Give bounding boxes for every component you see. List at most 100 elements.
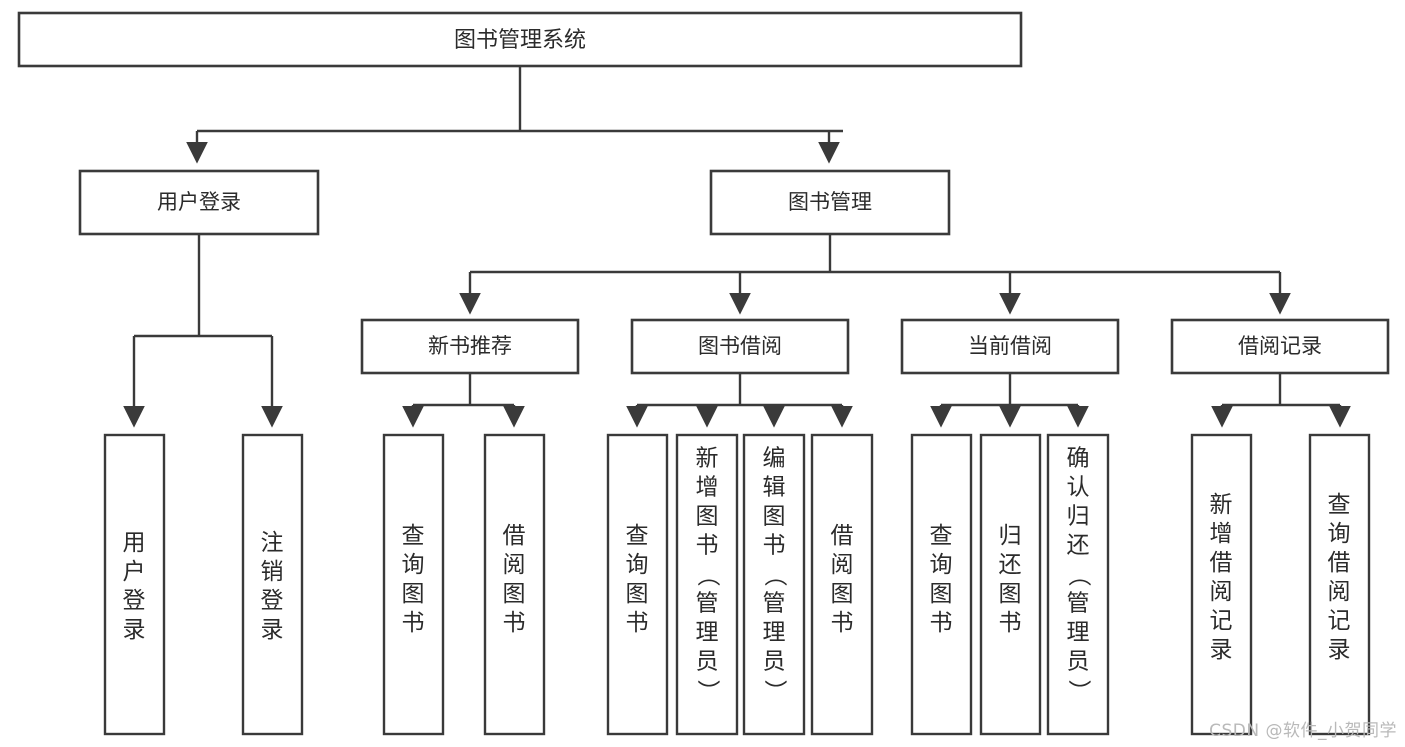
leaf-box[interactable] xyxy=(1308,433,1371,736)
node-book-manage[interactable]: 图书管理 xyxy=(709,169,951,236)
leaf-box[interactable] xyxy=(1046,433,1110,736)
leaf-label-char: 增 xyxy=(1210,521,1233,547)
book-borrow-label: 图书借阅 xyxy=(698,334,782,358)
leaf-label-char: 询 xyxy=(626,552,649,578)
root-box[interactable] xyxy=(17,11,1023,68)
leaf-label-char: 登 xyxy=(123,588,146,614)
leaf-label-char: 书 xyxy=(402,610,425,636)
leaf-label-char: 图 xyxy=(402,581,425,607)
leaf-label-char: 员 xyxy=(696,649,719,675)
current-borrow-box[interactable] xyxy=(900,318,1120,375)
leaf-label-char: 阅 xyxy=(1328,579,1351,605)
leaf-label-char: 书 xyxy=(999,610,1022,636)
connector-book-manage-to-level2 xyxy=(459,234,1291,315)
leaf-label-char: 登 xyxy=(261,588,284,614)
leaf-label-char: 图 xyxy=(503,581,526,607)
leaf-label-char: 归 xyxy=(999,523,1022,549)
leaf-label-char: 新 xyxy=(696,446,719,472)
borrow-record-label: 借阅记录 xyxy=(1238,334,1322,358)
connector-current-borrow-to-leaves xyxy=(930,373,1089,428)
leaf-box[interactable] xyxy=(979,433,1042,736)
leaf-label-char: ） xyxy=(695,680,721,703)
node-borrow-record[interactable]: 借阅记录 xyxy=(1170,318,1390,375)
leaf-label-char: 借 xyxy=(503,523,526,549)
leaf-label-char: ） xyxy=(762,680,788,703)
leaf-user-login-1[interactable]: 用户登录 xyxy=(103,433,166,736)
leaf-box[interactable] xyxy=(606,433,669,736)
leaf-label-char: 询 xyxy=(402,552,425,578)
leaf-box[interactable] xyxy=(675,433,739,736)
leaf-label-char: 注 xyxy=(261,530,284,556)
borrow-record-box[interactable] xyxy=(1170,318,1390,375)
leaf-label-char: 辑 xyxy=(763,475,786,501)
book-borrow-box[interactable] xyxy=(630,318,850,375)
connector-book-borrow-to-leaves xyxy=(626,373,853,428)
leaf-label-char: 记 xyxy=(1210,608,1233,634)
leaf-label-char: 借 xyxy=(1210,550,1233,576)
leaf-box[interactable] xyxy=(241,433,304,736)
leaf-label-vertical: 用户登录 xyxy=(123,530,146,643)
root-label: 图书管理系统 xyxy=(454,28,586,53)
leaf-label-char: 用 xyxy=(123,530,146,556)
connector-root-to-level1 xyxy=(186,66,843,164)
leaf-label-char: 阅 xyxy=(503,552,526,578)
leaf-box[interactable] xyxy=(742,433,806,736)
leaf-box[interactable] xyxy=(382,433,445,736)
leaf-label-char: 理 xyxy=(763,620,786,646)
node-book-borrow[interactable]: 图书借阅 xyxy=(630,318,850,375)
leaf-label-char: 查 xyxy=(930,523,953,549)
new-book-box[interactable] xyxy=(360,318,580,375)
leaf-box[interactable] xyxy=(910,433,973,736)
leaf-label-char: 管 xyxy=(763,591,786,617)
node-user-login[interactable]: 用户登录 xyxy=(78,169,320,236)
leaf-label-char: 员 xyxy=(763,649,786,675)
leaf-label-char: 理 xyxy=(696,620,719,646)
leaf-label-char: 录 xyxy=(1328,637,1351,663)
leaf-label-char: （ xyxy=(762,564,788,587)
leaf-label-char: 书 xyxy=(696,533,719,559)
leaf-label-char: 图 xyxy=(930,581,953,607)
node-current-borrow[interactable]: 当前借阅 xyxy=(900,318,1120,375)
leaf-label-char: 认 xyxy=(1067,475,1090,501)
leaf-label-char: 借 xyxy=(831,523,854,549)
leaf-label-char: 户 xyxy=(123,559,146,585)
node-root[interactable]: 图书管理系统 xyxy=(17,11,1023,68)
node-new-book[interactable]: 新书推荐 xyxy=(360,318,580,375)
leaf-label-char: 还 xyxy=(1067,533,1090,559)
leaf-label-char: 查 xyxy=(626,523,649,549)
leaf-box[interactable] xyxy=(1190,433,1253,736)
leaf-label-char: 图 xyxy=(696,504,719,530)
leaf-label-char: 归 xyxy=(1067,504,1090,530)
leaf-box[interactable] xyxy=(483,433,546,736)
leaf-label-char: 记 xyxy=(1328,608,1351,634)
leaf-box[interactable] xyxy=(103,433,166,736)
leaf-label-char: 新 xyxy=(1210,492,1233,518)
leaf-label-char: 还 xyxy=(999,552,1022,578)
leaf-box[interactable] xyxy=(810,433,874,736)
leaf-label-char: 图 xyxy=(626,581,649,607)
leaf-label-char: 管 xyxy=(1067,591,1090,617)
leaf-label-char: 书 xyxy=(503,610,526,636)
book-manage-box[interactable] xyxy=(709,169,951,236)
leaf-label-char: 书 xyxy=(763,533,786,559)
